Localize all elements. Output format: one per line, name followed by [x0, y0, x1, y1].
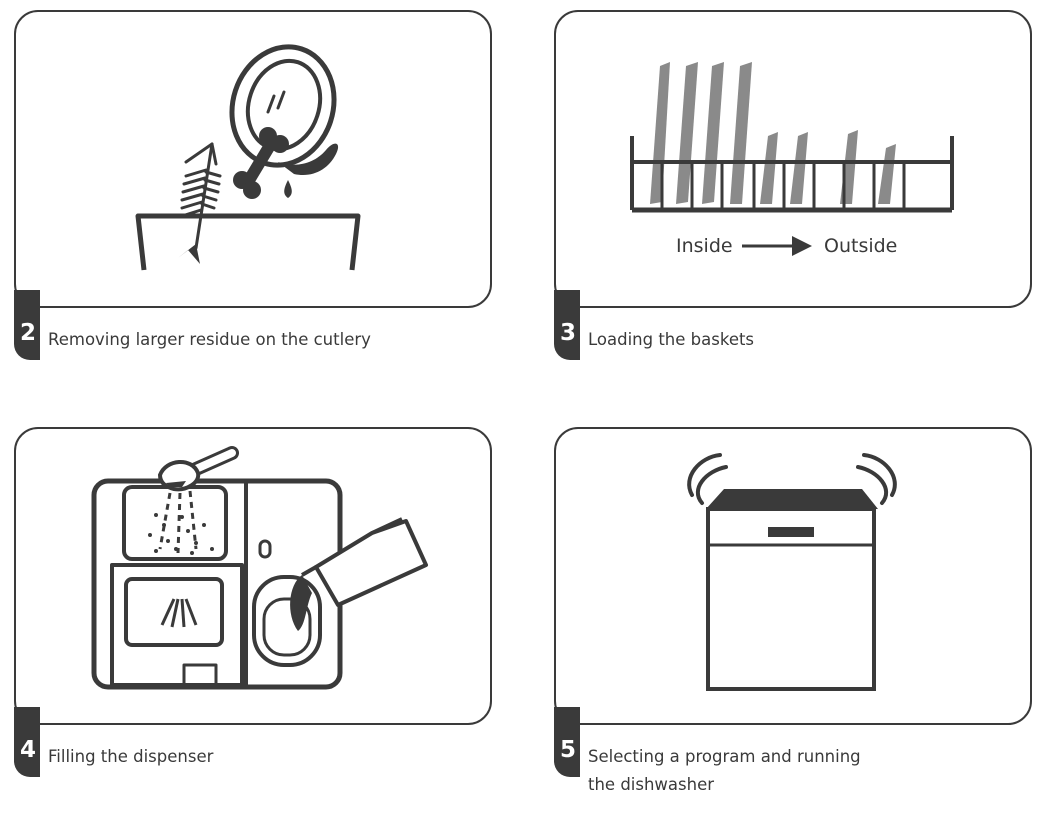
pour-liquid-icon	[290, 575, 312, 631]
step-number-tab	[554, 707, 580, 777]
basket-icon	[630, 136, 954, 213]
residue-removal-illustration	[135, 44, 361, 271]
step-number: 5	[559, 737, 576, 763]
step-5: 5 Selecting a program and running the di…	[554, 427, 1032, 794]
basket-loading-illustration: Inside Outside	[630, 62, 954, 257]
dispenser-lid-icon	[124, 577, 224, 647]
step-2: 2 Removing larger residue on the cutlery	[14, 10, 492, 370]
plates-icon	[650, 62, 896, 204]
step-4-panel	[14, 427, 492, 725]
step-2-panel	[14, 10, 492, 308]
scoop-icon	[157, 446, 239, 492]
inside-label: Inside	[676, 235, 733, 257]
step-caption: Selecting a program and running the dish…	[588, 747, 861, 794]
step-number: 3	[559, 320, 576, 346]
step-caption: Loading the baskets	[588, 330, 755, 349]
powder-particles	[148, 513, 214, 555]
dishwasher-icon	[706, 489, 878, 691]
step-3: Inside Outside 3 Loading the baskets	[554, 10, 1032, 370]
rinse-aid-bottle-icon	[301, 517, 428, 607]
step-number-tab	[14, 707, 40, 777]
outside-label: Outside	[824, 235, 897, 257]
dishwasher-running-illustration	[687, 453, 897, 691]
step-caption: Filling the dispenser	[48, 747, 214, 766]
step-number-tab	[14, 290, 40, 360]
step-3-panel: Inside Outside	[554, 10, 1032, 308]
basket-tines	[660, 162, 906, 210]
bin-icon	[135, 213, 361, 271]
step-4: 4 Filling the dispenser	[14, 427, 492, 787]
step-5-panel	[554, 427, 1032, 725]
step-caption: Removing larger residue on the cutlery	[48, 330, 371, 349]
fish-bone-icon	[180, 142, 222, 250]
step-number: 2	[19, 320, 36, 346]
step-number: 4	[19, 737, 36, 763]
rinse-aid-reservoir-icon	[252, 575, 322, 667]
step-number-tab	[554, 290, 580, 360]
dispenser-filling-illustration	[91, 446, 428, 690]
vibration-waves-icon	[687, 453, 897, 505]
bone-icon	[233, 127, 289, 199]
